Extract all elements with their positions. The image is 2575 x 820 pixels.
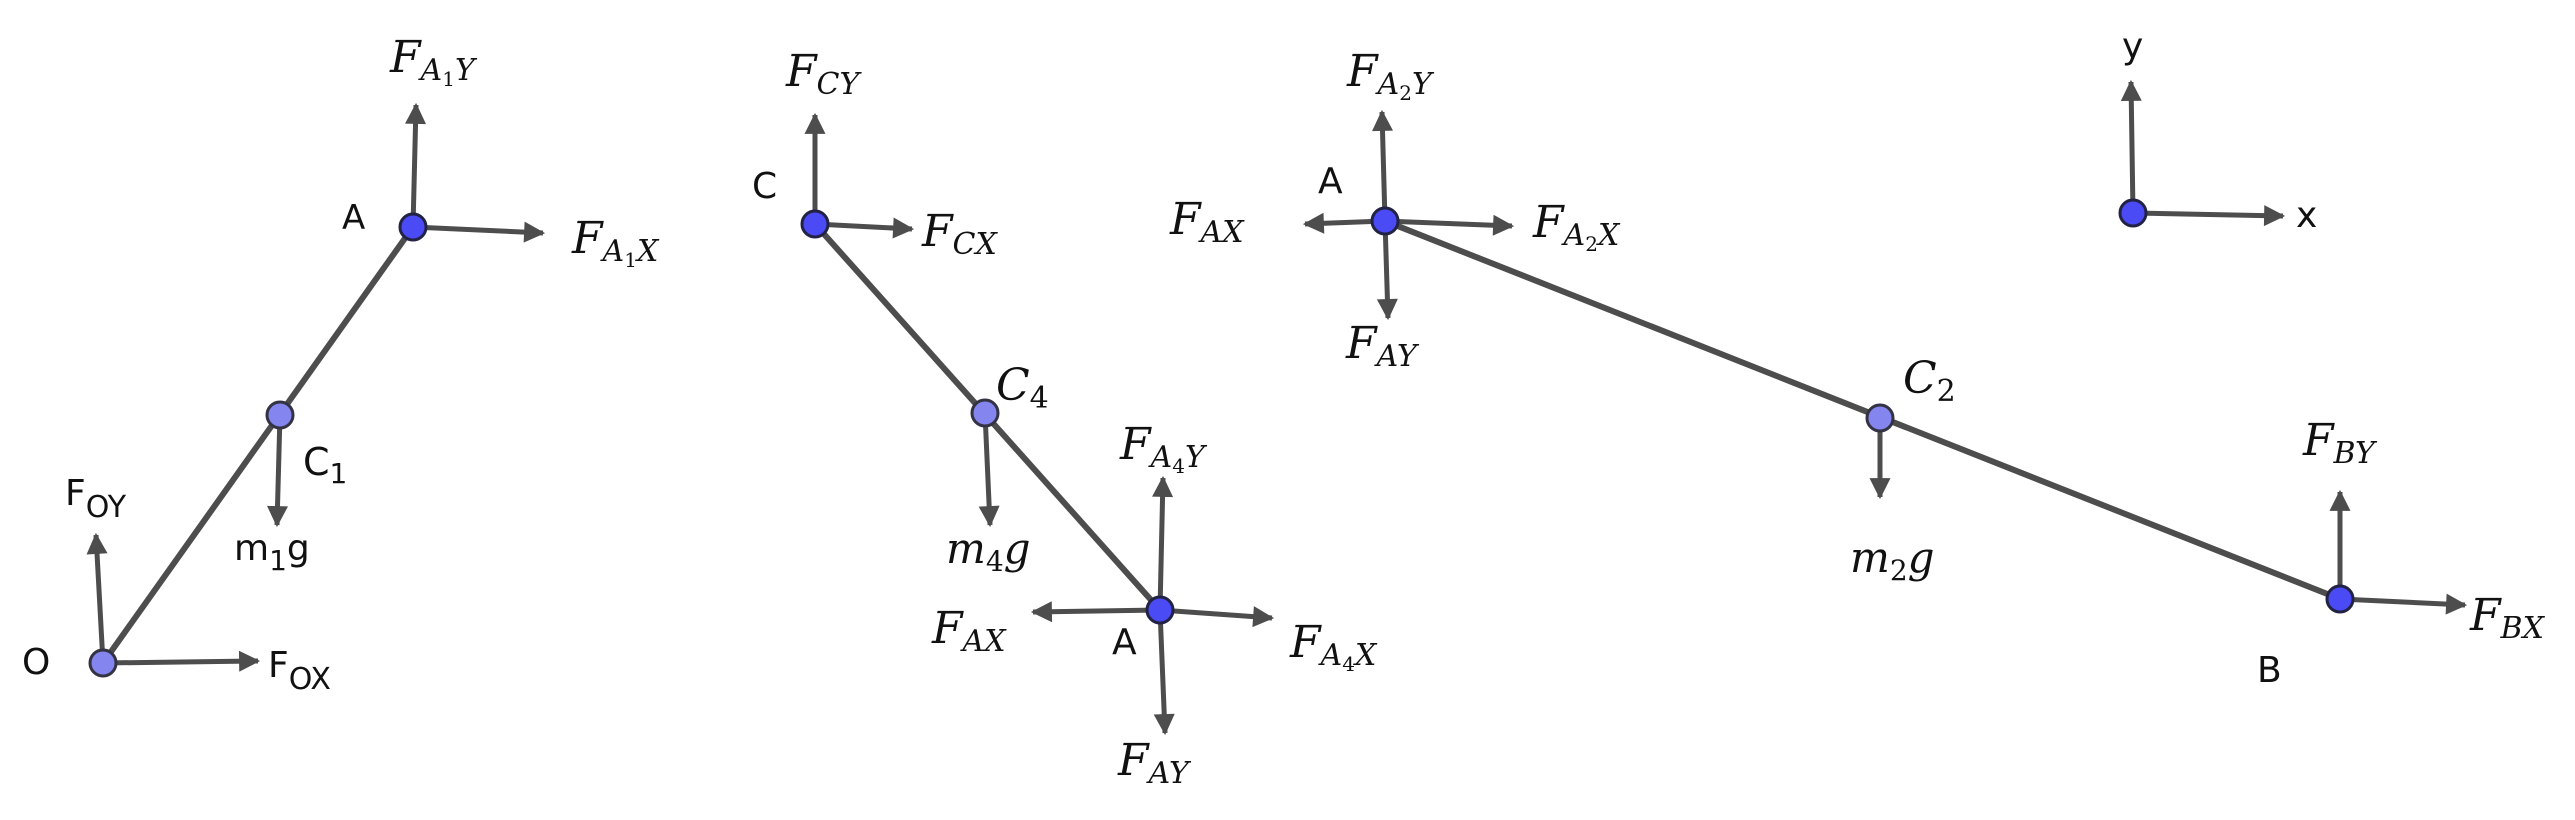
label-point-c: C	[752, 166, 777, 207]
label-point-a: A	[342, 198, 365, 238]
force-arrow-fay-down	[1153, 609, 1175, 736]
force-arrow-foy	[86, 532, 108, 664]
force-arrow-fa2y	[1372, 109, 1394, 222]
rod-ab	[1382, 218, 2343, 602]
label-fay: FAY	[1345, 318, 1420, 374]
label-point-o: O	[22, 642, 50, 683]
label-fcy: FCY	[785, 46, 862, 102]
force-arrow-fcx	[814, 217, 915, 239]
coordinate-axes: y x	[2118, 26, 2317, 236]
joint-a-dot	[398, 212, 428, 242]
label-m2g: m2g	[1850, 533, 1935, 587]
force-arrow-fa1x	[412, 221, 546, 243]
label-fa1y: FA1Y	[389, 32, 478, 91]
x-axis-arrow	[2132, 205, 2286, 227]
label-fa2x: FA2X	[1532, 197, 1621, 256]
joint-o-dot	[88, 648, 118, 678]
label-fcx: FCX	[921, 206, 998, 262]
label-c1: C1	[303, 440, 347, 490]
label-c2: C2	[1903, 353, 1956, 409]
force-arrow-fox	[102, 650, 261, 672]
force-arrow-fay-down	[1376, 220, 1398, 321]
weight-arrow-m1g	[267, 414, 289, 528]
label-point-a: A	[1318, 161, 1343, 202]
label-c4: C4	[996, 360, 1049, 416]
label-point-b: B	[2257, 650, 2282, 691]
label-fby: FBY	[2302, 415, 2378, 471]
x-axis-label: x	[2296, 195, 2317, 236]
label-fox: FOX	[268, 645, 331, 697]
label-fax: FAX	[931, 603, 1007, 659]
rod-oa	[100, 224, 416, 666]
label-fa1x: FA1X	[571, 213, 660, 272]
center-of-mass-c1-dot	[265, 400, 295, 430]
label-fa4y: FA4Y	[1119, 419, 1208, 478]
label-point-a: A	[1112, 622, 1137, 663]
weight-arrow-m4g	[978, 412, 1000, 528]
label-foy: FOY	[65, 473, 127, 525]
axes-origin-dot	[2118, 198, 2148, 228]
label-fax: FAX	[1169, 194, 1245, 250]
force-arrow-fa1y	[405, 102, 427, 228]
center-of-mass-c4-dot	[970, 398, 1000, 428]
label-fa2y: FA2Y	[1346, 46, 1435, 105]
force-arrow-fa4y	[1152, 475, 1174, 611]
joint-c-dot	[800, 209, 830, 239]
force-arrow-fa4x	[1159, 606, 1275, 628]
panel-link-oa: FA1Y FA1X A C1 m1g FOY FOX O	[22, 32, 660, 697]
y-axis-label: y	[2122, 26, 2143, 67]
label-fbx: FBX	[2469, 590, 2546, 646]
force-arrow-fa2x	[1384, 214, 1515, 236]
panel-link-ab: FA2Y FA2X FAX FAY A C2 m2g FBY FBX B	[1169, 46, 2546, 691]
label-m4g: m4g	[946, 524, 1031, 578]
label-m1g: m1g	[234, 528, 310, 577]
joint-b-dot	[2325, 584, 2355, 614]
label-fay: FAY	[1117, 735, 1192, 791]
label-fa4x: FA4X	[1289, 617, 1378, 676]
force-arrow-fax-left	[1030, 601, 1161, 623]
joint-a-dot	[1145, 595, 1175, 625]
force-arrow-fbx	[2339, 593, 2468, 615]
y-axis-arrow	[2120, 79, 2142, 214]
center-of-mass-c2-dot	[1865, 403, 1895, 433]
panel-link-ca: FCY FCX C C4 m4g FA4Y FA4X FAX FAY A	[752, 46, 1378, 791]
joint-a-dot	[1370, 206, 1400, 236]
